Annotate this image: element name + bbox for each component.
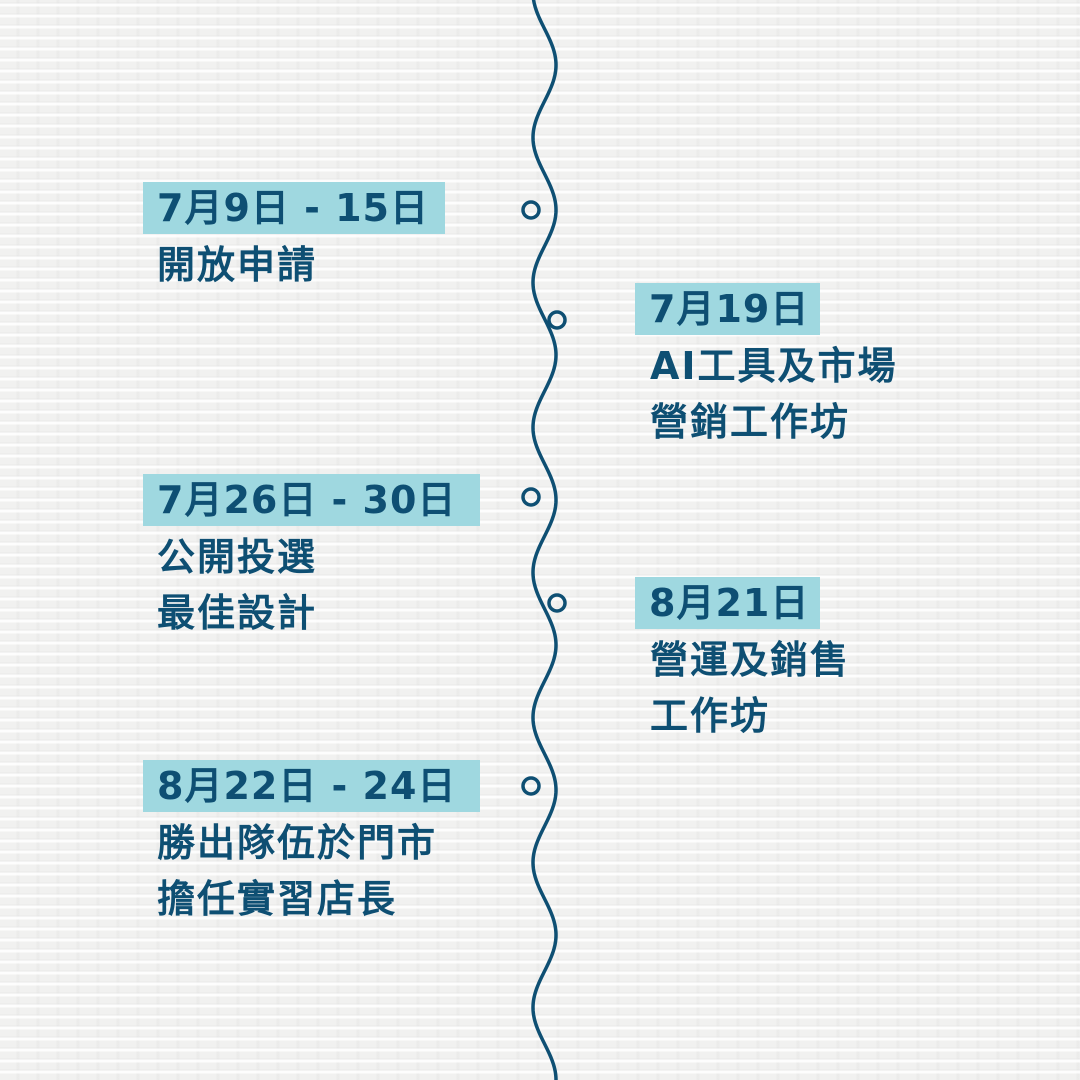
event-description-line: 開放申請 [157,243,318,287]
event-description-line: 勝出隊伍於門市 [157,821,438,865]
event-description-line: 營銷工作坊 [650,400,851,444]
timeline-node-2-icon [547,310,567,330]
event-description-line: 擔任實習店長 [157,877,398,921]
event-date: 7月19日 [649,287,810,331]
event-description-line: AI工具及市場 [650,344,898,388]
event-description-line: 工作坊 [650,694,771,738]
event-description-line: 營運及銷售 [650,638,851,682]
event-description: 勝出隊伍於門市 擔任實習店長 [157,815,437,927]
timeline-node-1-icon [521,200,541,220]
timeline-node-5-icon [521,776,541,796]
event-description: 公開投選 最佳設計 [157,529,317,641]
date-highlight: 7月26日 - 30日 [143,474,480,526]
event-description: 營運及銷售 工作坊 [650,632,850,744]
event-description: 開放申請 [157,237,317,293]
date-highlight: 7月9日 - 15日 [143,182,445,234]
event-date: 8月22日 - 24日 [157,764,457,808]
event-description: AI工具及市場 營銷工作坊 [650,338,898,450]
date-highlight: 8月22日 - 24日 [143,760,480,812]
date-highlight: 8月21日 [635,577,820,629]
event-date: 8月21日 [649,581,810,625]
timeline-node-4-icon [547,593,567,613]
event-date: 7月26日 - 30日 [157,478,457,522]
timeline-node-3-icon [521,487,541,507]
event-date: 7月9日 - 15日 [157,186,429,230]
wavy-timeline-path [531,0,558,1080]
event-description-line: 最佳設計 [157,591,318,635]
date-highlight: 7月19日 [635,283,820,335]
event-description-line: 公開投選 [157,535,318,579]
